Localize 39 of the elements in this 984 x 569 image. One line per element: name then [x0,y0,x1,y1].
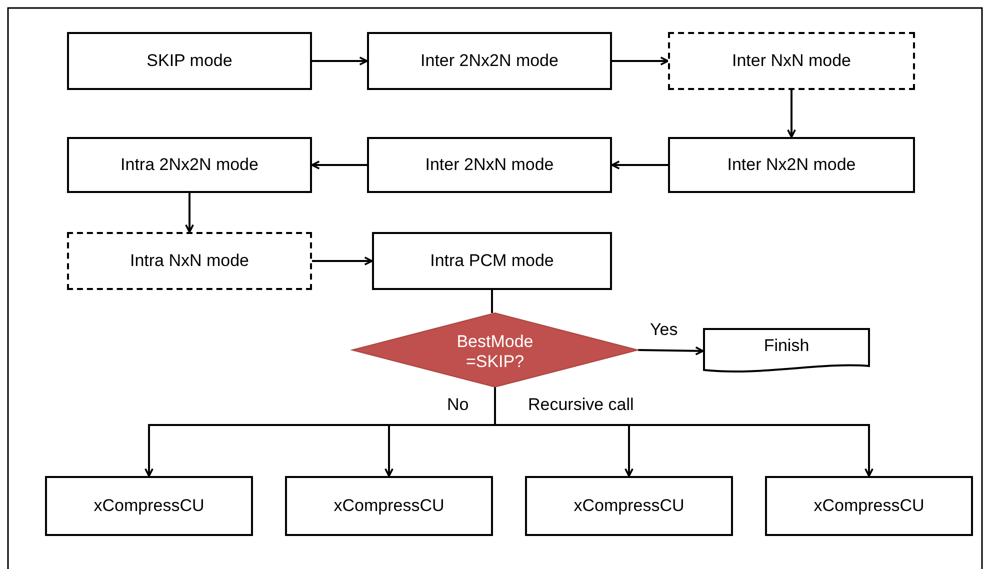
process-box [367,137,612,193]
box-label: xCompressCU [94,496,204,516]
box-label: Inter NxN mode [732,50,852,72]
arrow [787,90,796,138]
box-label: xCompressCU [334,496,444,516]
process-box [765,476,973,536]
branch-label: No [447,395,469,415]
process-box [67,32,312,90]
box-label: Intra NxN mode [130,250,250,272]
process-box [67,232,312,290]
process-box [372,232,612,290]
process-box [367,32,612,90]
box-label: Intra PCM mode [430,250,554,272]
branch-label: Recursive call [528,395,634,415]
process-box [668,137,915,193]
arrow [312,56,368,66]
decision-text: BestMode =SKIP? [456,332,534,372]
arrow [612,56,669,66]
process-box [285,476,493,536]
arrow [611,160,668,170]
process-box [45,476,253,536]
box-label: Inter 2Nx2N mode [420,50,558,72]
process-box [67,137,312,193]
box-label: Intra 2Nx2N mode [120,154,258,176]
arrow [185,193,194,233]
arrow [311,160,367,170]
box-label: Inter 2NxN mode [425,154,554,176]
box-label: SKIP mode [146,50,232,72]
edge-label: Yes [650,320,678,340]
box-label: xCompressCU [574,496,684,516]
box-label: Finish [764,336,810,356]
box-label: Inter Nx2N mode [727,154,856,176]
process-box [525,476,733,536]
arrow [312,256,373,266]
arrow [638,346,704,356]
process-box [668,32,915,90]
box-label: xCompressCU [814,496,924,516]
decision-diamond [352,313,638,387]
document-shape [703,328,870,374]
